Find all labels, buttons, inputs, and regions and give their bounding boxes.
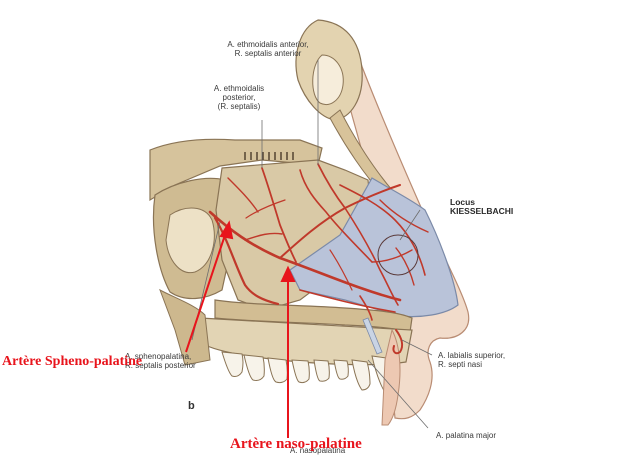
label-palatina-major: A. palatina major [436, 431, 496, 440]
label-locus-line2: KIESSELBACHI [450, 206, 514, 216]
annotation-naso-palatine: Artère naso-palatine [230, 436, 362, 452]
annotation-spheno-palatine: Artère Spheno-palatine [2, 354, 143, 369]
label-ethmoidalis-anterior-line1: A. ethmoidalis anterior, [227, 40, 309, 49]
label-ethmoidalis-anterior: A. ethmoidalis anterior, R. septalis ant… [206, 40, 330, 58]
label-labialis-line2: R. septi nasi [438, 360, 483, 369]
leader-lines [191, 60, 433, 429]
label-sphenopalatina-line1: A. sphenopalatina, [125, 352, 192, 361]
kiesselbach-circle [377, 234, 419, 276]
label-ethmoidalis-posterior-line1: A. ethmoidalis [213, 84, 265, 93]
label-locus-line1: Locus [450, 197, 476, 207]
label-labialis-superior: A. labialis superior, R. septi nasi [438, 351, 505, 369]
label-ethmoidalis-posterior-line2: posterior, [222, 93, 256, 102]
sphenoid-sinus [165, 207, 215, 274]
label-ethmoidalis-anterior-line2: R. septalis anterior [234, 49, 302, 58]
label-sphenopalatina: A. sphenopalatina, R. septalis posterior [125, 352, 196, 370]
panel-letter: b [188, 400, 195, 412]
pterygoid-process [159, 288, 211, 366]
cribriform-plate [244, 152, 294, 160]
label-ethmoidalis-posterior-line3: (R. septalis) [217, 102, 261, 111]
label-labialis-line1: A. labialis superior, [438, 351, 506, 360]
skull-base [149, 138, 323, 202]
label-palatina-major-text: A. palatina major [436, 431, 497, 440]
label-nasopalatina: A. nasopalatina [290, 446, 345, 455]
incisive-canal [362, 317, 383, 355]
label-nasopalatina-text: A. nasopalatina [290, 446, 346, 455]
frontal-sinus [312, 54, 344, 105]
label-ethmoidalis-posterior: A. ethmoidalis posterior, (R. septalis) [208, 84, 270, 111]
label-sphenopalatina-line2: R. septalis posterior [125, 361, 196, 370]
label-locus-kiesselbachi: Locus KIESSELBACHI [450, 198, 513, 216]
red-arrows [185, 220, 296, 438]
